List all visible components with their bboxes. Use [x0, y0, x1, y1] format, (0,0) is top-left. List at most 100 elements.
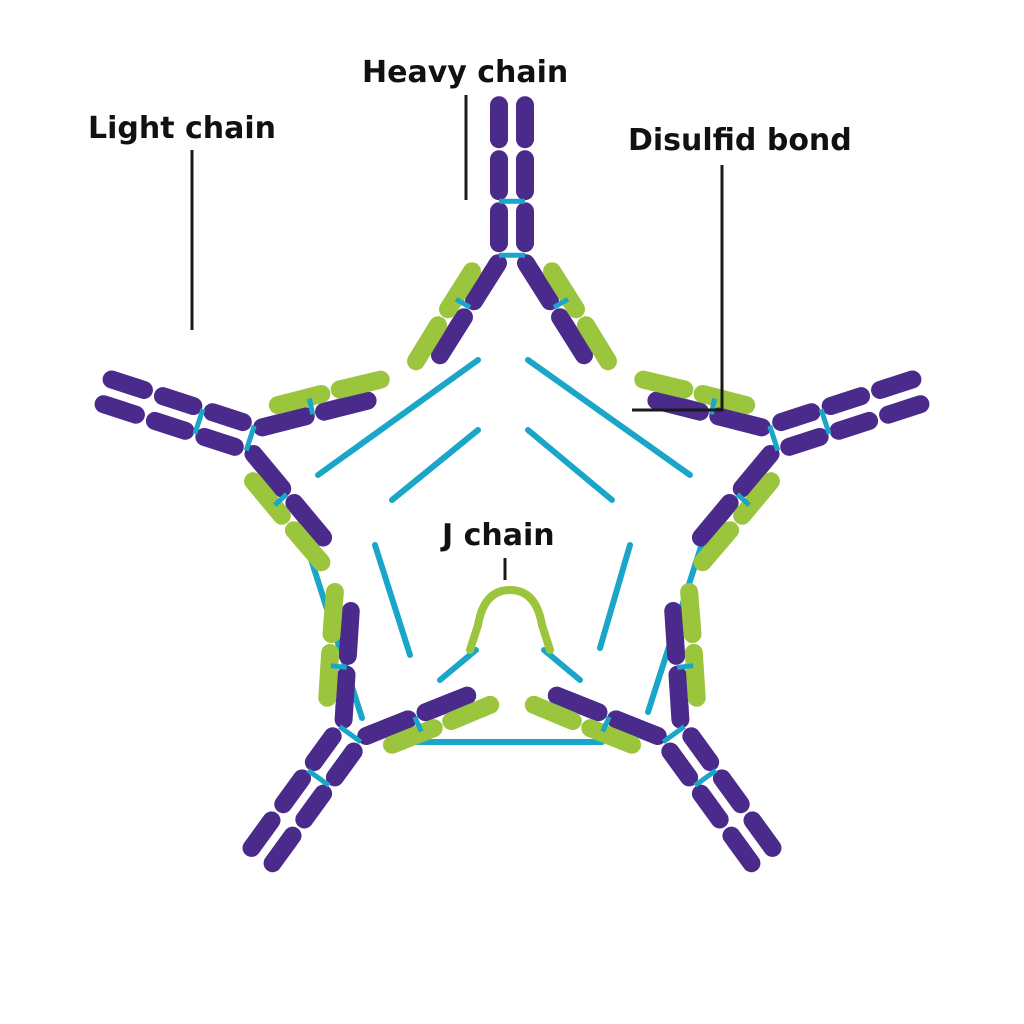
- light-chain-domain: [577, 316, 617, 371]
- heavy-chain-domain: [94, 395, 145, 424]
- disulfide-bond-line: [541, 647, 583, 683]
- light-chain-label: Light chain: [88, 111, 276, 146]
- heavy-chain-domain: [879, 395, 930, 424]
- heavy-chain-domain: [743, 811, 782, 857]
- light-chain-domain: [318, 643, 340, 707]
- heavy-chain-domain: [315, 391, 377, 421]
- heavy-chain-domain: [338, 601, 360, 665]
- light-chain-domain: [284, 521, 331, 572]
- heavy-chain-domain: [431, 308, 473, 365]
- disulfide-bond-line: [735, 492, 751, 507]
- heavy-chain-domain: [102, 370, 153, 399]
- heavy-chain-domain: [829, 411, 879, 440]
- heavy-chain-domain: [664, 601, 686, 665]
- antibody-monomer: [634, 370, 930, 572]
- disulfide-bond-line: [525, 357, 693, 478]
- light-chain-domain: [543, 262, 585, 319]
- disulfid-bond-leader: [632, 165, 724, 412]
- disulfide-bond-line: [315, 357, 481, 478]
- disulfide-bond-line: [708, 398, 718, 415]
- heavy-chain-domain: [517, 254, 559, 311]
- light-chain-domain: [733, 472, 780, 525]
- heavy-chain-domain: [195, 427, 244, 456]
- heavy-chain-domain: [607, 710, 667, 745]
- light-chain-domain: [634, 370, 694, 399]
- disulfide-bond-line: [412, 715, 424, 733]
- disulfide-bond-line: [330, 663, 348, 670]
- light-chain-domain: [322, 583, 344, 644]
- heavy-chain-domain: [722, 826, 761, 873]
- light-chain-domain: [581, 719, 642, 754]
- light-chain-domain: [382, 719, 443, 754]
- light-chain-domain: [244, 472, 291, 525]
- heavy-chain-domain: [242, 811, 281, 857]
- heavy-chain-domain: [244, 444, 292, 498]
- monomers: [94, 96, 930, 873]
- disulfide-bond-line: [306, 768, 331, 788]
- j-chain-shape: [466, 585, 554, 654]
- disulfide-bond-line: [767, 425, 781, 452]
- heavy-chain-domain: [334, 665, 356, 729]
- light-chain-domain: [407, 316, 447, 371]
- disulfide-bond-line: [389, 427, 481, 503]
- disulfide-bond-line: [600, 715, 612, 733]
- heavy-chain-domain: [709, 407, 771, 437]
- heavy-chain-domain: [357, 710, 417, 745]
- heavy-chain-domain: [285, 493, 333, 547]
- heavy-chain-domain: [668, 665, 690, 729]
- disulfide-bond-line: [661, 724, 686, 744]
- heavy-chain-domain: [691, 493, 739, 547]
- disulfide-bond-line: [243, 425, 257, 452]
- disulfide-bond-line: [192, 408, 206, 435]
- heavy-chain-domain: [325, 742, 363, 787]
- light-chain-domain: [680, 583, 702, 644]
- heavy-chain-domain: [145, 411, 195, 440]
- disulfide-bond-line: [273, 492, 289, 507]
- heavy-chain-domain: [203, 403, 252, 432]
- heavy-chain-domain: [304, 727, 342, 772]
- disulfide-bond-line: [525, 427, 615, 503]
- heavy-chain-domain: [871, 370, 922, 399]
- antibody-monomer: [242, 583, 500, 873]
- disulfide-bond-line: [552, 297, 570, 310]
- disulfide-bond-line: [597, 542, 633, 651]
- heavy-chain-domain: [551, 308, 593, 365]
- disulfid-bond-label: Disulfid bond: [628, 123, 852, 158]
- light-chain-domain: [442, 695, 500, 731]
- light-chain-domain: [693, 385, 756, 415]
- disulfide-bond-line: [676, 663, 694, 670]
- light-chain-domain: [439, 262, 481, 319]
- heavy-chain-domain: [712, 769, 750, 814]
- disulfide-bond-line: [306, 398, 316, 415]
- disulfide-bond-line: [372, 542, 413, 658]
- light-chain-domain: [268, 385, 331, 415]
- disulfide-bond-line: [437, 647, 479, 683]
- heavy-chain-domain: [253, 407, 315, 437]
- heavy-chain-domain: [780, 427, 829, 456]
- antibody-monomer: [94, 370, 390, 572]
- labels: Light chain Heavy chain Disulfid bond J …: [88, 55, 852, 580]
- heavy-chain-domain: [274, 769, 312, 814]
- heavy-chain-domain: [661, 742, 699, 787]
- antibody-monomer: [407, 96, 617, 371]
- heavy-chain-domain: [682, 727, 720, 772]
- light-chain-domain: [693, 521, 740, 572]
- heavy-chain-domain: [416, 686, 477, 722]
- disulfide-bond-line: [338, 724, 363, 744]
- light-chain-domain: [684, 643, 706, 707]
- disulfide-bond-line: [693, 768, 718, 788]
- heavy-chain-label: Heavy chain: [362, 55, 568, 90]
- light-chain-domain: [330, 370, 390, 399]
- heavy-chain-domain: [691, 784, 729, 829]
- heavy-chain-domain: [263, 826, 302, 873]
- heavy-chain-domain: [465, 254, 507, 311]
- heavy-chain-domain: [772, 403, 821, 432]
- light-chain-domain: [524, 695, 582, 731]
- heavy-chain-domain: [295, 784, 333, 829]
- disulfide-bond-line: [454, 297, 472, 310]
- heavy-chain-domain: [821, 387, 871, 416]
- antibody-monomer: [524, 583, 782, 873]
- heavy-chain-domain: [732, 444, 780, 498]
